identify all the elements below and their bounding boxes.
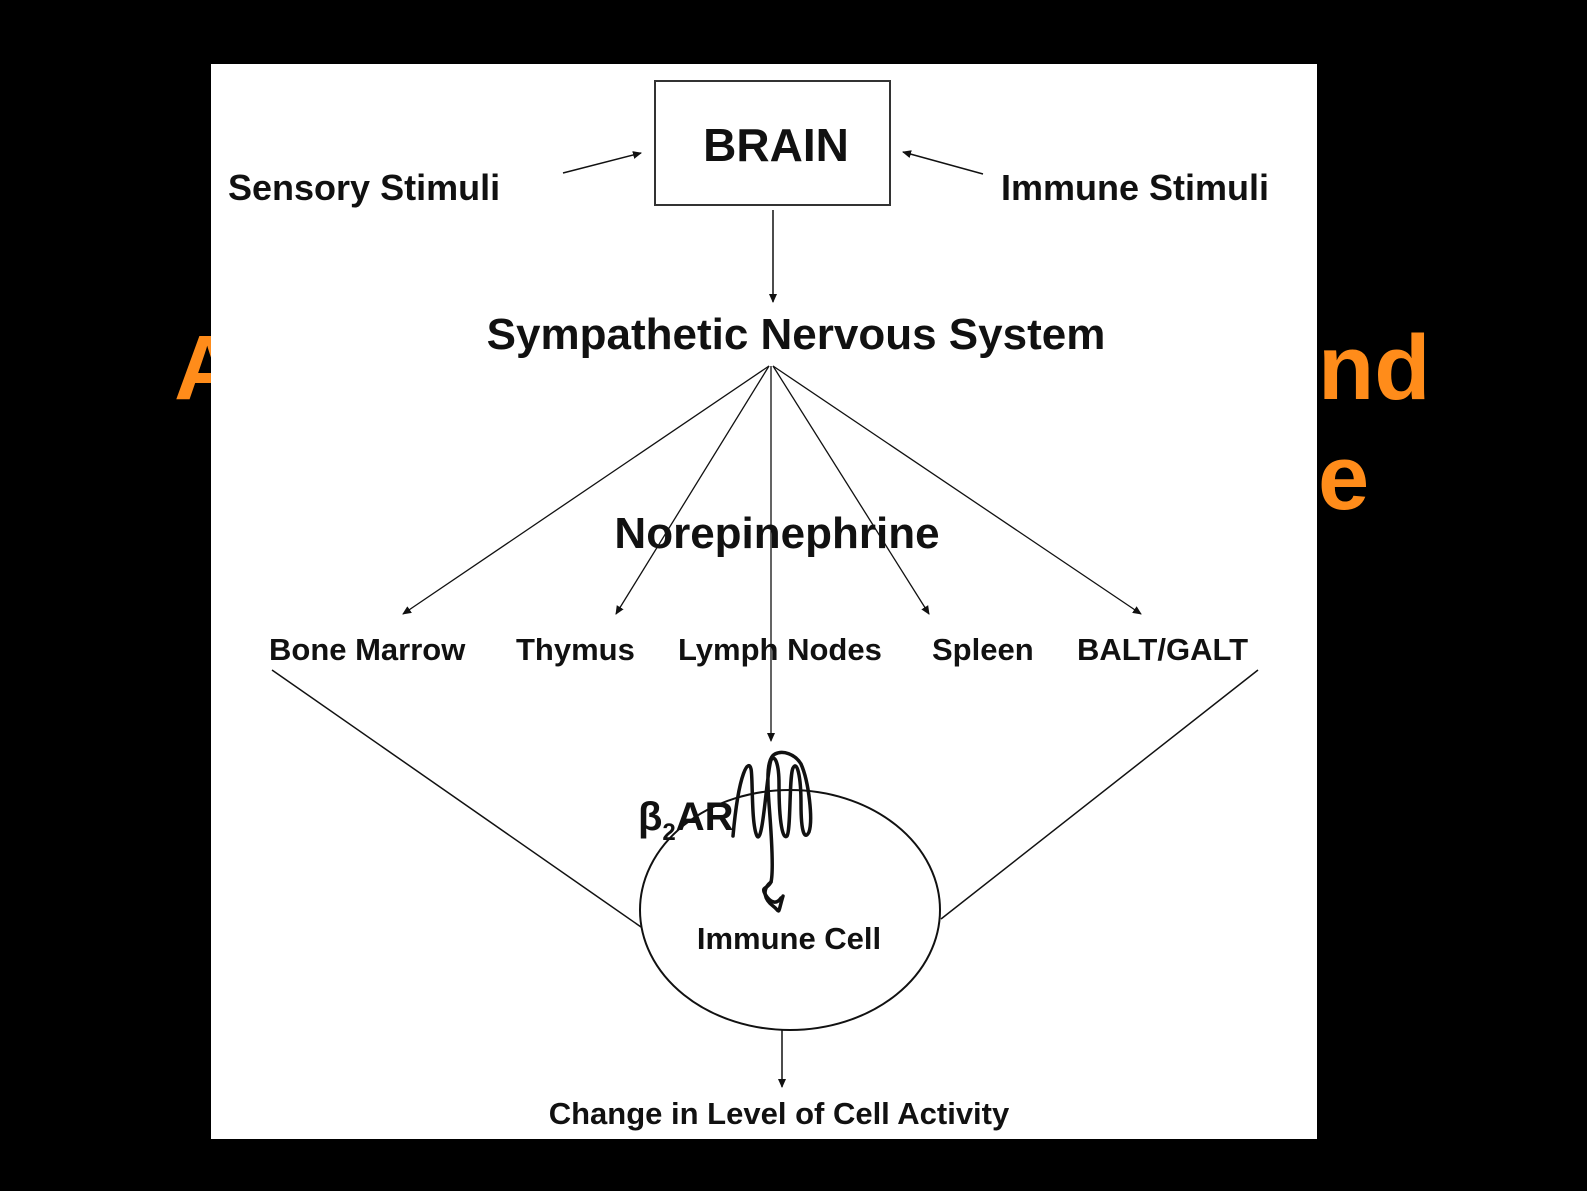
organ-lymph-nodes: Lymph Nodes (678, 632, 882, 667)
organ-thymus: Thymus (516, 632, 635, 667)
arrow-to-balt-galt (772, 365, 1142, 615)
organ-balt-galt: BALT/GALT (1077, 632, 1248, 667)
organ-spleen: Spleen (932, 632, 1034, 667)
receptor-label: β2AR (638, 795, 734, 846)
funnel-right-line (940, 669, 1259, 920)
brain-label: BRAIN (703, 119, 849, 171)
immune-stimuli-label: Immune Stimuli (1001, 167, 1269, 208)
diagram-panel: BRAIN Sensory Stimuli Immune Stimuli Sym… (211, 64, 1317, 1139)
slide-title-fragment-3: e (1318, 427, 1370, 529)
sns-label: Sympathetic Nervous System (487, 310, 1106, 359)
funnel-left-line (271, 669, 642, 928)
sensory-stimuli-label: Sensory Stimuli (228, 167, 500, 208)
sensory-arrow (562, 151, 642, 174)
neuro-immune-diagram: BRAIN Sensory Stimuli Immune Stimuli Sym… (228, 80, 1269, 1131)
arrow-to-bone-marrow (402, 365, 770, 615)
arrow-to-spleen (772, 365, 930, 615)
organ-bone-marrow: Bone Marrow (269, 632, 466, 667)
brain-box (654, 80, 891, 206)
receptor-tail-icon (763, 880, 785, 913)
beta2-receptor-icon (731, 750, 813, 904)
outcome-label: Change in Level of Cell Activity (549, 1096, 1010, 1131)
arrow-to-thymus (615, 365, 770, 615)
immune-cell-label: Immune Cell (697, 921, 881, 956)
immune-arrow (902, 150, 984, 175)
norepinephrine-label: Norepinephrine (614, 509, 939, 558)
slide-title-fragment-2: nd (1318, 317, 1431, 419)
